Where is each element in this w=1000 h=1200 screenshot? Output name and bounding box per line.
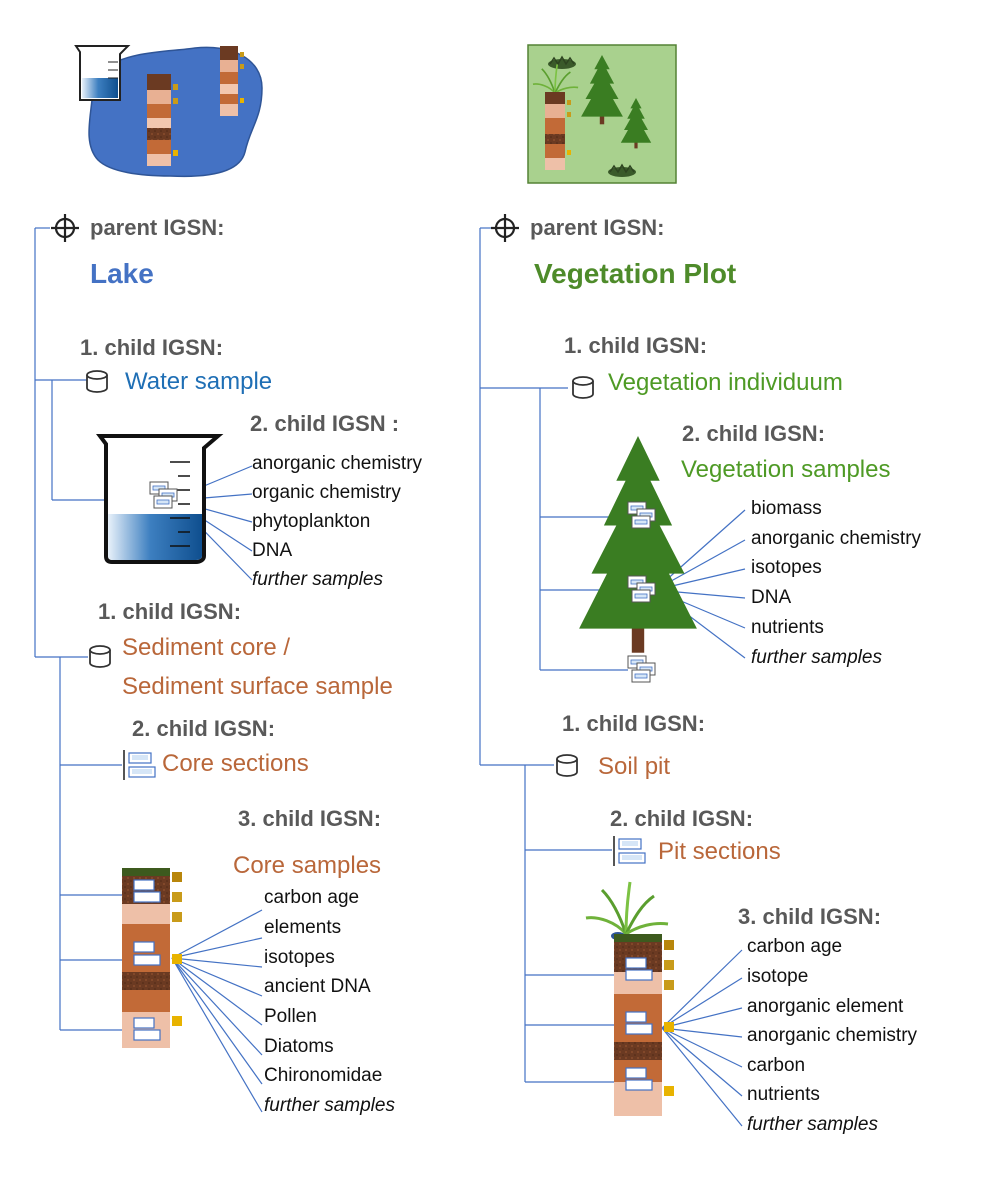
sediment-core-cylinder-icon <box>89 645 111 668</box>
vegetation-sample-icon-bottom <box>627 655 656 683</box>
sediment-name-line1: Sediment core / <box>122 634 291 661</box>
vegetation-child2-label: 2. child IGSN: <box>682 421 826 446</box>
soil-item-further: further samples <box>747 1114 878 1135</box>
sediment-child-level-label: 1. child IGSN: <box>98 599 242 624</box>
core-item-3: ancient DNA <box>264 976 371 997</box>
core-sections-icon <box>123 749 156 781</box>
pit-sections-label: Pit sections <box>658 838 781 865</box>
vegetation-samples-label: Vegetation samples <box>681 456 891 483</box>
lake-parent-igsn-label: parent IGSN: <box>90 215 225 240</box>
plot-parent-igsn-label: parent IGSN: <box>530 215 665 240</box>
core-item-further: further samples <box>264 1095 395 1116</box>
water-item-further: further samples <box>252 569 383 590</box>
soil-item-2: anorganic element <box>747 996 904 1017</box>
core-item-2: isotopes <box>264 947 335 968</box>
water-child-level-label: 1. child IGSN: <box>80 335 224 360</box>
core-item-5: Diatoms <box>264 1036 334 1057</box>
veg-item-further: further samples <box>751 647 882 668</box>
pit-sections-icon <box>613 835 646 867</box>
sediment-name-line2: Sediment surface sample <box>122 673 393 700</box>
soil-item-3: anorganic chemistry <box>747 1025 918 1046</box>
veg-item-3: DNA <box>751 587 792 608</box>
water-item-3: DNA <box>252 540 293 561</box>
lake-title: Lake <box>90 258 154 289</box>
vegetation-plot-illustration <box>527 44 677 184</box>
vegetation-child-level-label: 1. child IGSN: <box>564 333 708 358</box>
lake-illustration <box>74 45 263 178</box>
pit-sections-level-label: 2. child IGSN: <box>610 806 754 831</box>
water-item-0: anorganic chemistry <box>252 453 423 474</box>
plot-title: Vegetation Plot <box>534 258 737 289</box>
veg-item-4: nutrients <box>751 617 824 638</box>
water-item-1: organic chemistry <box>252 482 401 503</box>
vegetation-tree-icon <box>579 436 697 653</box>
water-sample-label: Water sample <box>125 368 273 395</box>
water-child2-label: 2. child IGSN : <box>250 411 400 436</box>
lake-crosshair-icon <box>49 212 81 244</box>
sediment-core-column-icon <box>122 868 182 1048</box>
core-item-6: Chironomidae <box>264 1065 383 1086</box>
soil-samples-level-label: 3. child IGSN: <box>738 904 882 929</box>
soil-item-4: carbon <box>747 1055 806 1076</box>
plot-soil-core-icon <box>532 63 579 170</box>
core-sections-label: Core sections <box>162 750 309 777</box>
soil-pit-column-icon <box>584 880 674 1116</box>
core-item-0: carbon age <box>264 887 360 908</box>
plot-crosshair-icon <box>489 212 521 244</box>
core-sections-level-label: 2. child IGSN: <box>132 716 276 741</box>
soil-item-5: nutrients <box>747 1084 820 1105</box>
vegetation-cylinder-icon <box>572 376 594 399</box>
core-item-4: Pollen <box>264 1006 317 1027</box>
lake-beaker-icon <box>74 45 131 101</box>
core-samples-label: Core samples <box>233 852 382 879</box>
core-item-1: elements <box>264 917 342 938</box>
veg-item-2: isotopes <box>751 557 822 578</box>
veg-item-1: anorganic chemistry <box>751 528 922 549</box>
soil-item-1: isotope <box>747 966 809 987</box>
soil-item-0: carbon age <box>747 936 843 957</box>
veg-item-0: biomass <box>751 498 822 519</box>
soil-pit-label: Soil pit <box>598 753 671 780</box>
soil-child-level-label: 1. child IGSN: <box>562 711 706 736</box>
lake-core-small-icon <box>220 46 244 116</box>
lake-core-large-icon <box>147 74 178 166</box>
water-item-2: phytoplankton <box>252 511 371 532</box>
lake-hierarchy-lines <box>34 227 263 1113</box>
core-samples-level-label: 3. child IGSN: <box>238 806 382 831</box>
vegetation-hierarchy-lines <box>479 227 746 1127</box>
soil-pit-cylinder-icon <box>556 754 578 777</box>
water-sample-cylinder-icon <box>86 370 108 393</box>
vegetation-individuum-label: Vegetation individuum <box>608 369 843 396</box>
